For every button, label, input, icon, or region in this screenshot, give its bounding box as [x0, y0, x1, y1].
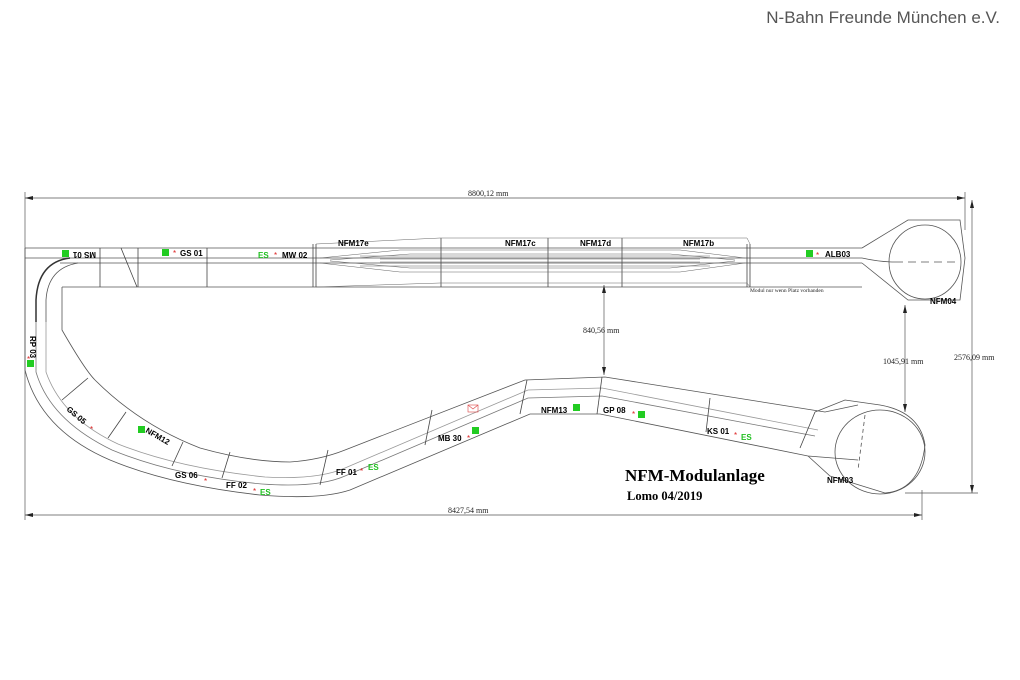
module-ks01: KS 01: [707, 427, 730, 436]
dimension-arrows: [25, 196, 974, 517]
top-track: [24, 247, 862, 322]
station-tracks: [315, 237, 751, 288]
module-nfm04: NFM04: [930, 297, 957, 306]
organization-name: N-Bahn Freunde München e.V.: [766, 8, 1000, 27]
dim-bottom-width: 8427,54 mm: [448, 506, 489, 515]
optional-module-note: Modul nur wenn Platz vorhanden: [750, 288, 824, 294]
module-nfm17b: NFM17b: [683, 239, 714, 248]
module-mw02: MW 02: [282, 251, 308, 260]
es-ff02: ES: [260, 488, 271, 497]
dim-total-height: 2576,09 mm: [954, 353, 995, 362]
turning-loop-bottom: [807, 399, 926, 495]
module-mb30: MB 30: [438, 434, 462, 443]
star-mb30: *: [467, 434, 470, 443]
star-gs01: *: [173, 249, 176, 258]
dim-inner-gap: 840,56 mm: [583, 326, 620, 335]
green-marker-gs01: [162, 249, 169, 256]
green-markers: [27, 249, 813, 434]
dim-top-width: 8800,12 mm: [468, 189, 509, 198]
module-ff02: FF 02: [226, 481, 247, 490]
star-mw02: *: [274, 251, 277, 260]
lower-track: [24, 322, 859, 498]
green-marker-rp03: [27, 360, 34, 367]
top-separators: [99, 238, 751, 288]
plan-subtitle: Lomo 04/2019: [627, 489, 703, 503]
green-marker-gp08: [638, 411, 645, 418]
star-ff02: *: [253, 487, 256, 496]
lower-separators: [61, 376, 816, 486]
star-rp03: *: [27, 355, 30, 364]
module-rp03: RP 03: [28, 336, 37, 359]
red-star-markers: * * * * * * * * * * *: [27, 249, 819, 496]
green-marker-ms01: [62, 250, 69, 257]
turning-loop-top: [861, 219, 966, 301]
module-gs06: GS 06: [175, 471, 198, 480]
module-gs05: GS 05: [65, 405, 89, 427]
green-marker-alb03: [806, 250, 813, 257]
star-alb03: *: [816, 251, 819, 260]
plan-title: NFM-Modulanlage: [625, 466, 765, 485]
module-nfm12: NFM12: [144, 426, 172, 447]
module-nfm17e: NFM17e: [338, 239, 369, 248]
module-nfm17d: NFM17d: [580, 239, 611, 248]
green-marker-nfm13: [573, 404, 580, 411]
es-mw02: ES: [258, 251, 269, 260]
dimension-lines: [24, 192, 978, 520]
star-ff01: *: [360, 467, 363, 476]
es-ks01: ES: [741, 433, 752, 442]
star-gs06: *: [204, 477, 207, 486]
green-marker-nfm12: [138, 426, 145, 433]
module-alb03: ALB03: [825, 250, 851, 259]
module-nfm17c: NFM17c: [505, 239, 536, 248]
green-marker-mb30: [472, 427, 479, 434]
module-ff01: FF 01: [336, 468, 357, 477]
star-gs05: *: [90, 425, 93, 434]
star-ks01: *: [734, 431, 737, 440]
dim-loop-gap: 1045,91 mm: [883, 357, 924, 366]
module-gp08: GP 08: [603, 406, 626, 415]
small-envelope-icon: [467, 404, 479, 413]
module-ms01: MS 01: [72, 250, 96, 259]
module-nfm13: NFM13: [541, 406, 568, 415]
module-nfm03: NFM03: [827, 476, 854, 485]
es-ff01: ES: [368, 463, 379, 472]
star-gp08: *: [632, 410, 635, 419]
module-gs01: GS 01: [180, 249, 203, 258]
